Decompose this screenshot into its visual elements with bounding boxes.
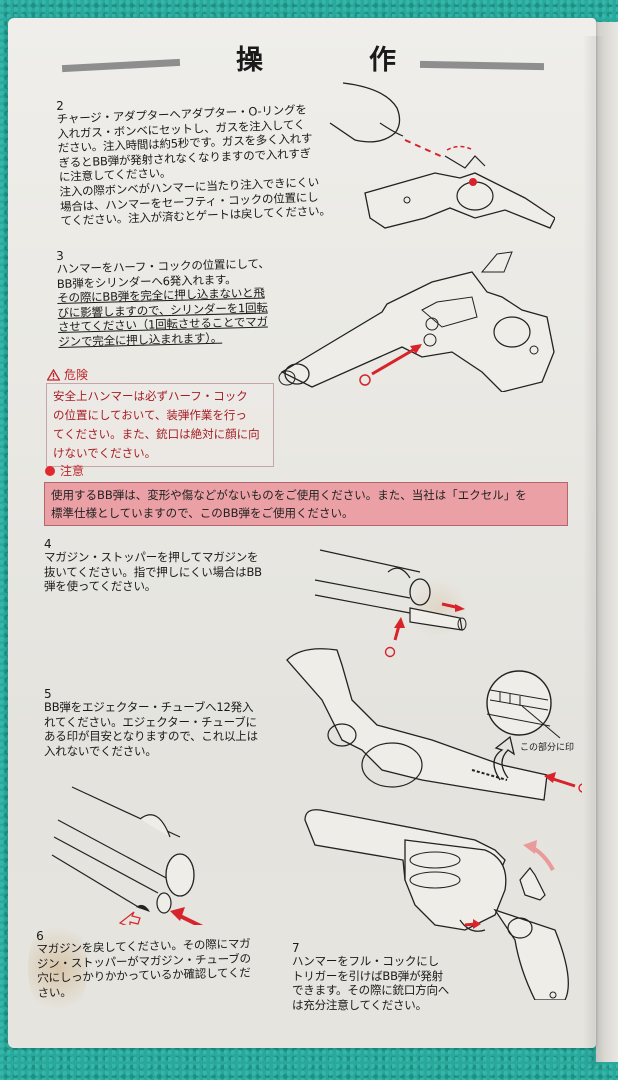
danger-line: てください。また、銃口は絶対に顔に向	[53, 427, 260, 441]
step-2: 2 チャージ・アダプターへアダプター・O-リングを 入れガス・ボンベにセットし、…	[56, 89, 351, 229]
step-number: 5	[44, 687, 52, 701]
red-dot-icon	[45, 465, 55, 476]
step-line: は充分注意してください。	[292, 997, 427, 1012]
title-char: 操	[236, 45, 263, 76]
page-title: 操 作	[236, 38, 396, 77]
paper-stain	[28, 918, 88, 1018]
step-3: 3 ハンマーをハーフ・コックの位置にして、 BB弾をシリンダーへ6発入れます。 …	[56, 244, 289, 350]
caution-label: 注意	[60, 464, 85, 478]
next-page-edge	[596, 22, 618, 1062]
step-5: 5 BB弾をエジェクター・チューブへ12発入 れてください。エジェクター・チュー…	[44, 688, 294, 758]
step-7: 7 ハンマーをフル・コックにし トリガーを引けばBB弾が発射 できます。その際に…	[292, 942, 492, 1012]
step-number: 4	[44, 537, 52, 551]
page-fold-shadow	[583, 36, 605, 1066]
caution-notice-box: 使用するBB弾は、変形や傷などがないものをご使用ください。また、当社は「エクセル…	[44, 482, 568, 526]
step-line: BB弾をエジェクター・チューブへ12発入	[44, 700, 254, 714]
page-header: 操 作	[60, 36, 550, 76]
step-line: れてください。エジェクター・チューブに	[44, 714, 257, 729]
step-line: トリガーを引けばBB弾が発射	[292, 968, 443, 983]
full-cock-firing-illustration	[304, 809, 569, 1000]
caution-heading: 注意	[45, 462, 84, 479]
step-line: できます。その際に銃口方向へ	[292, 983, 450, 998]
step-number: 7	[292, 941, 300, 955]
danger-heading: 危険	[47, 366, 88, 383]
danger-label: 危険	[64, 368, 89, 382]
danger-notice-box: 安全上ハンマーは必ずハーフ・コック の位置にしておいて、装弾作業を行っ てくださ…	[46, 383, 274, 467]
danger-line: 安全上ハンマーは必ずハーフ・コック	[53, 389, 248, 403]
step-line: マガジン・ストッパーを押してマガジンを	[44, 550, 259, 564]
step-4: 4 マガジン・ストッパーを押してマガジンを 抜いてください。指で押しにくい場合は…	[44, 538, 294, 594]
danger-line: けないでください。	[53, 446, 157, 460]
gas-charging-illustration	[329, 82, 555, 229]
ejector-tube-loading-illustration	[286, 648, 582, 801]
danger-line: の位置にしておいて、装弾作業を行っ	[53, 408, 247, 422]
cylinder-loading-illustration	[278, 251, 555, 392]
title-rule-left	[61, 58, 181, 73]
magazine-return-illustration	[51, 786, 204, 925]
title-rule-right	[419, 60, 545, 71]
step-line: ハンマーをフル・コックにし	[292, 954, 439, 968]
caution-line: 使用するBB弾は、変形や傷などがないものをご使用ください。また、当社は「エクセル…	[51, 488, 527, 502]
step-line: ある印が目安となりますので、これ以上は	[44, 729, 258, 744]
step-6: 6 マガジンを戻してください。その際にマガ ジン・ストッパーがマガジン・チューブ…	[36, 923, 298, 1000]
warning-triangle-icon	[47, 368, 60, 381]
caution-line: 標準仕様としていますので、このBB弾をご使用ください。	[51, 506, 354, 520]
title-char: 作	[369, 45, 396, 76]
mark-location-label: この部分に印	[520, 743, 575, 753]
step-line: 弾を使ってください。	[44, 579, 157, 594]
step-line: 抜いてください。指で押しにくい場合はBB	[44, 564, 262, 579]
step-line: 入れないでください。	[44, 743, 157, 758]
magazine-removal-illustration	[314, 549, 467, 658]
